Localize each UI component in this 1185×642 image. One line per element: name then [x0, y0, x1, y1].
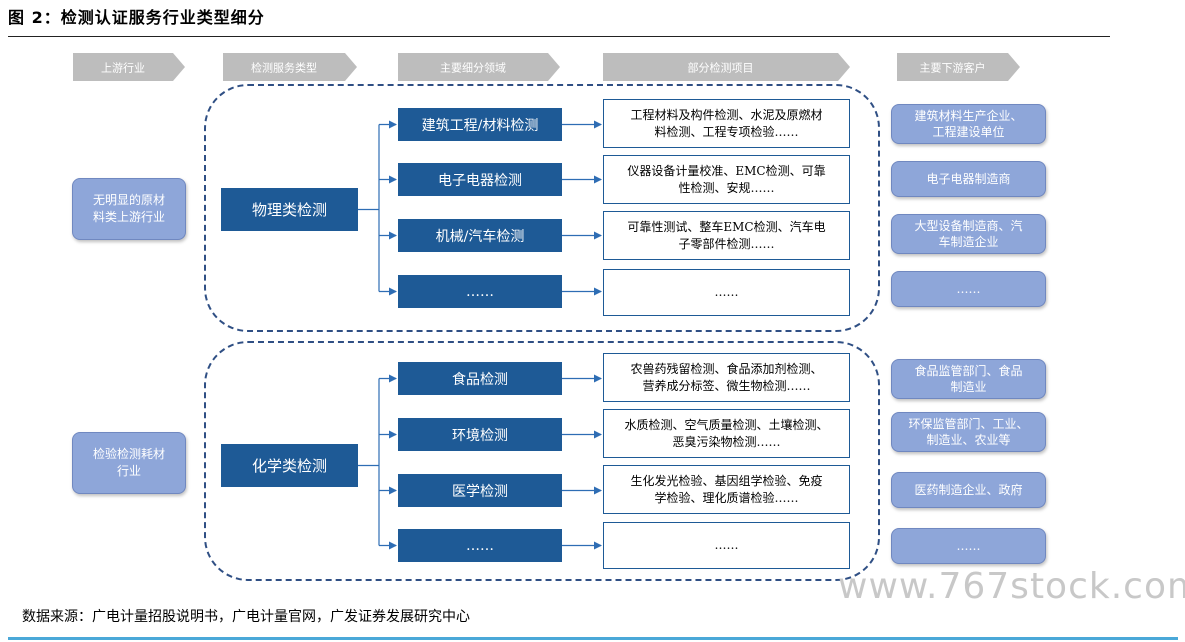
service-physical: 物理类检测: [221, 188, 358, 231]
upstream-chemical: 检验检测耗材行业: [72, 432, 186, 494]
items-mechanical: 可靠性测试、整车EMC检测、汽车电子零部件检测……: [603, 211, 850, 260]
client-environment: 环保监管部门、工业、制造业、农业等: [891, 412, 1046, 452]
client-food: 食品监管部门、食品制造业: [891, 359, 1046, 399]
header-items-arrow: [603, 53, 850, 81]
header-upstream: 上游行业: [101, 62, 145, 75]
footer-rule: [8, 637, 1178, 640]
header-items: 部分检测项目: [688, 61, 754, 75]
figure-title: 图 2：检测认证服务行业类型细分: [8, 8, 265, 27]
items-construction: 工程材料及构件检测、水泥及原燃材料检测、工程专项检验……: [603, 99, 850, 148]
service-chemical: 化学类检测: [221, 444, 358, 487]
client-mechanical: 大型设备制造商、汽车制造企业: [891, 214, 1046, 254]
physical-group-frame: [204, 84, 880, 332]
header-service-type-arrow: [223, 53, 357, 81]
field-medical: 医学检测: [398, 474, 562, 507]
chemical-group-frame: [204, 341, 880, 581]
header-fields: 主要细分领域: [440, 62, 506, 75]
client-electronics: 电子电器制造商: [891, 161, 1046, 197]
header-clients: 主要下游客户: [920, 61, 986, 75]
items-electronics: 仪器设备计量校准、EMC检测、可靠性检测、安规……: [603, 155, 850, 204]
client-more-chemical: ……: [891, 528, 1046, 564]
field-more-chemical: ……: [398, 529, 562, 562]
field-environment: 环境检测: [398, 418, 562, 451]
items-more-physical: ……: [603, 269, 850, 316]
client-more-physical: ……: [891, 271, 1046, 307]
watermark: www.767stock.com: [838, 566, 1185, 607]
field-food: 食品检测: [398, 362, 562, 395]
items-more-chemical: ……: [603, 522, 850, 569]
title-divider: [8, 36, 1110, 37]
field-construction: 建筑工程/材料检测: [398, 108, 562, 141]
items-environment: 水质检测、空气质量检测、土壤检测、恶臭污染物检测……: [603, 409, 850, 458]
header-service-type: 检测服务类型: [251, 61, 317, 75]
header-fields-arrow: [398, 53, 560, 81]
field-more-physical: ……: [398, 275, 562, 308]
items-food: 农兽药残留检测、食品添加剂检测、营养成分标签、微生物检测……: [603, 353, 850, 402]
client-medical: 医药制造企业、政府: [891, 472, 1046, 508]
items-medical: 生化发光检验、基因组学检验、免疫学检验、理化质谱检验……: [603, 465, 850, 514]
source-note: 数据来源：广电计量招股说明书，广电计量官网，广发证券发展研究中心: [22, 609, 470, 625]
header-upstream-arrow: [73, 53, 185, 81]
header-clients-arrow: [897, 53, 1020, 81]
field-electronics: 电子电器检测: [398, 163, 562, 196]
client-construction: 建筑材料生产企业、工程建设单位: [891, 104, 1046, 144]
upstream-physical: 无明显的原材料类上游行业: [72, 178, 186, 240]
field-mechanical: 机械/汽车检测: [398, 219, 562, 252]
